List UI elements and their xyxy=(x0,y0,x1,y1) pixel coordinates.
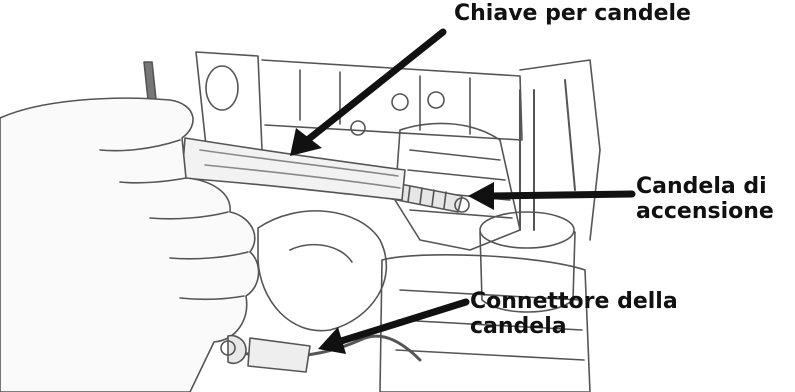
arrow-connector xyxy=(318,298,470,354)
label-line: Connettore della xyxy=(470,289,678,314)
label-spark-plug: Candela di accensione xyxy=(636,174,774,224)
label-line: candela xyxy=(470,313,567,339)
label-line: Chiave per candele xyxy=(454,1,691,26)
cylinder-head xyxy=(394,122,521,251)
hand xyxy=(0,97,260,392)
connector-cable xyxy=(220,334,422,373)
label-line: Candela di xyxy=(636,174,767,199)
label-plug-connector: Connettore della candela xyxy=(470,289,678,339)
spark-plug-wrench xyxy=(181,137,406,201)
arrow-spark-plug xyxy=(468,182,636,210)
engine-body xyxy=(257,210,388,332)
arrow-wrench xyxy=(290,28,447,156)
label-line: accensione xyxy=(636,198,774,224)
label-spark-plug-wrench: Chiave per candele xyxy=(454,1,691,27)
oil-reservoir xyxy=(379,89,591,392)
